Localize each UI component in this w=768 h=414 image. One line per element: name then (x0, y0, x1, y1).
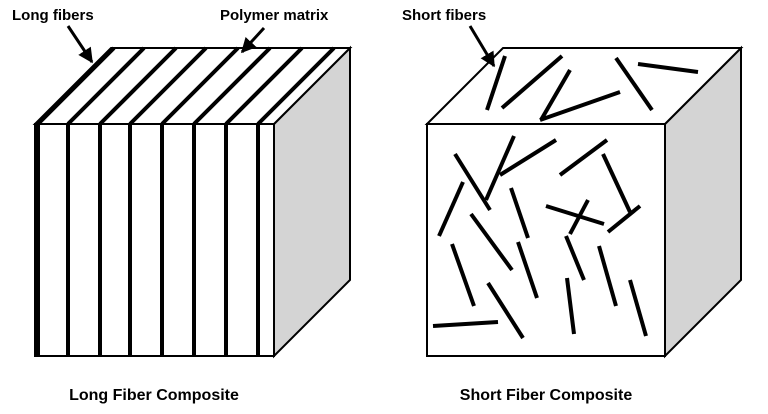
right-cube-front-face (426, 123, 666, 357)
short-fiber (516, 241, 539, 299)
short-fiber (637, 62, 699, 74)
short-fiber (509, 187, 530, 239)
short-fiber (539, 68, 572, 122)
long-fiber-top (66, 46, 146, 126)
long-fiber-top (98, 46, 178, 126)
long-fiber-top (224, 46, 304, 126)
short-fiber (498, 138, 558, 177)
short-fiber (484, 135, 516, 201)
short-fiber (606, 204, 642, 234)
long-fibers-label: Long fibers (12, 7, 94, 24)
long-fiber-cube (32, 45, 353, 359)
short-fiber (564, 235, 586, 281)
short-fiber (500, 54, 564, 110)
polymer-matrix-label: Polymer matrix (220, 7, 329, 24)
long-fiber-top (160, 46, 240, 126)
short-fiber (469, 212, 514, 272)
long-fiber-top (256, 46, 336, 126)
short-fiber-cube (424, 45, 744, 359)
short-fiber (453, 152, 492, 212)
short-fiber (486, 281, 525, 340)
short-fiber (597, 245, 618, 307)
left-cube-front-face (34, 123, 275, 357)
short-fiber-caption: Short Fiber Composite (460, 387, 633, 404)
short-fiber (539, 90, 621, 122)
short-fiber (601, 153, 632, 213)
long-fiber-top (128, 46, 208, 126)
short-fiber (450, 243, 476, 307)
short-fiber (432, 320, 499, 328)
short-fiber (628, 279, 648, 337)
short-fiber (568, 199, 590, 235)
long-fiber-top (36, 46, 116, 126)
short-fibers-arrow (468, 25, 496, 68)
long-fibers-group (36, 46, 336, 356)
short-fiber (545, 204, 605, 226)
long-fiber-top (192, 46, 272, 126)
short-fibers-group (432, 54, 699, 340)
polymer-matrix-arrow (240, 26, 266, 54)
short-fiber (558, 138, 609, 177)
short-fiber (485, 55, 507, 111)
short-fibers-label: Short fibers (402, 7, 486, 24)
long-fiber-caption: Long Fiber Composite (69, 387, 239, 404)
short-fiber (614, 56, 654, 112)
long-fibers-arrow (66, 25, 94, 64)
short-fiber (437, 181, 465, 237)
short-fiber (565, 277, 576, 335)
